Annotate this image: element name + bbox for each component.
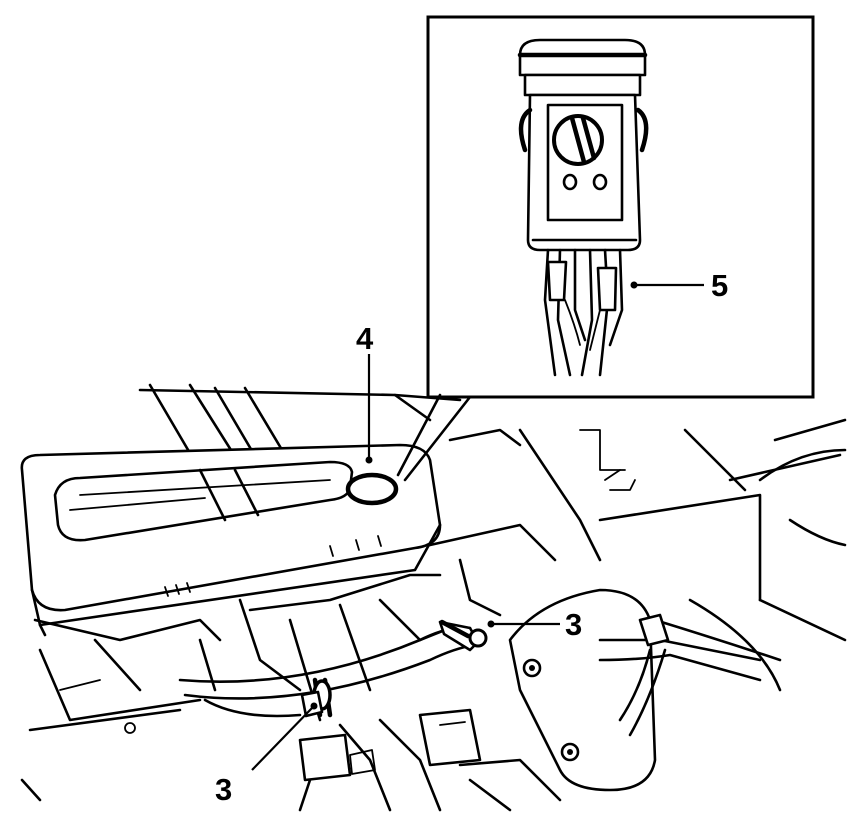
background-structure [138,383,847,692]
lower-mechanics [20,523,762,812]
callout-5: 5 [630,268,728,303]
callout-5-label: 5 [711,268,728,303]
bulb-socket [517,38,649,377]
callout-3-left-label: 3 [215,772,232,807]
callout-3-right: 3 [487,607,582,642]
callout-3-left: 3 [215,702,318,807]
callout-4-label: 4 [356,321,374,356]
callout-3-right-label: 3 [565,607,582,642]
bulb-ring [345,472,399,506]
callout-4: 4 [356,321,374,464]
console-tray [20,443,442,637]
